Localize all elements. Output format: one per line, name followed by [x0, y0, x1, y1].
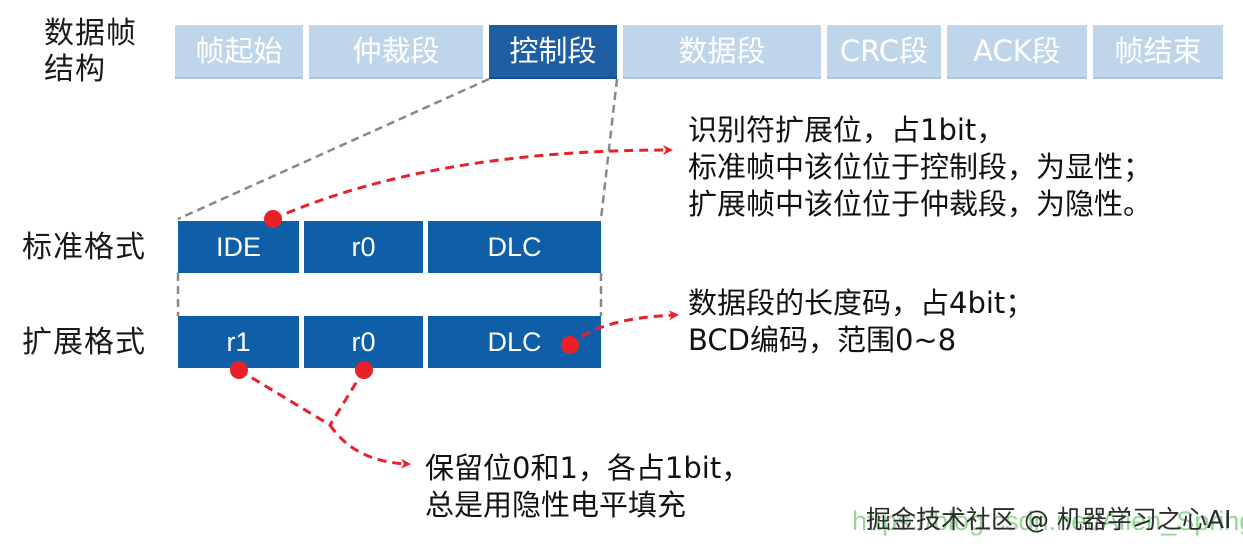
reserved-note-line-2: 总是用隐性电平填充 [425, 488, 687, 522]
diagram-title: 数据帧 结构 [44, 16, 154, 88]
r1-dot [230, 361, 248, 379]
r0-connector [328, 369, 366, 426]
r1-connector [238, 368, 331, 427]
standard-format-label: 标准格式 [22, 230, 146, 265]
extended-cell-r1: r1 [178, 316, 299, 368]
ide-note-line-1: 识别符扩展位，占1bit， [688, 113, 1006, 147]
segment-crc: CRC段 [827, 25, 941, 79]
ide-note-line-3: 扩展帧中该位位于仲裁段，为隐性。 [688, 187, 1153, 221]
standard-cell-r0: r0 [304, 221, 423, 273]
title-line-1: 数据帧 [44, 16, 137, 51]
ide-note-line-2: 标准帧中该位位于控制段，为显性； [688, 150, 1153, 184]
watermark-url: https://blog.csdn.net/Alien_Spring [852, 506, 1243, 536]
segment-data: 数据段 [623, 25, 821, 79]
segment-start-of-frame: 帧起始 [175, 25, 303, 79]
reserved-note-line-1: 保留位0和1，各占1bit， [425, 451, 751, 485]
reserved-note: 保留位0和1，各占1bit， 总是用隐性电平填充 [425, 450, 750, 524]
extended-cell-r0: r0 [304, 316, 423, 368]
standard-cell-ide: IDE [178, 221, 299, 273]
zoom-line-right [599, 78, 619, 220]
zoom-line-left [177, 77, 490, 221]
ide-dot [264, 210, 282, 228]
segment-ack: ACK段 [947, 25, 1087, 79]
title-line-2: 结构 [44, 52, 106, 87]
segment-end-of-frame: 帧结束 [1093, 25, 1223, 79]
extended-format-label: 扩展格式 [22, 325, 146, 360]
watermark-text: 掘金技术社区 @ 机器学习之心AI [866, 505, 1232, 534]
segment-control: 控制段 [489, 25, 617, 79]
dlc-note-line-1: 数据段的长度码，占4bit； [688, 286, 1035, 320]
standard-cell-dlc: DLC [428, 221, 601, 273]
dlc-dot [561, 336, 579, 354]
ide-arrow [272, 145, 673, 221]
dlc-arrow [568, 310, 679, 347]
ide-note: 识别符扩展位，占1bit， 标准帧中该位位于控制段，为显性； 扩展帧中该位位于仲… [688, 112, 1152, 223]
r0-dot [355, 361, 373, 379]
segment-arbitration: 仲裁段 [309, 25, 483, 79]
reserved-arrow [328, 424, 411, 469]
dlc-note: 数据段的长度码，占4bit； BCD编码，范围0~8 [688, 285, 1034, 359]
dlc-note-line-2: BCD编码，范围0~8 [688, 323, 957, 357]
